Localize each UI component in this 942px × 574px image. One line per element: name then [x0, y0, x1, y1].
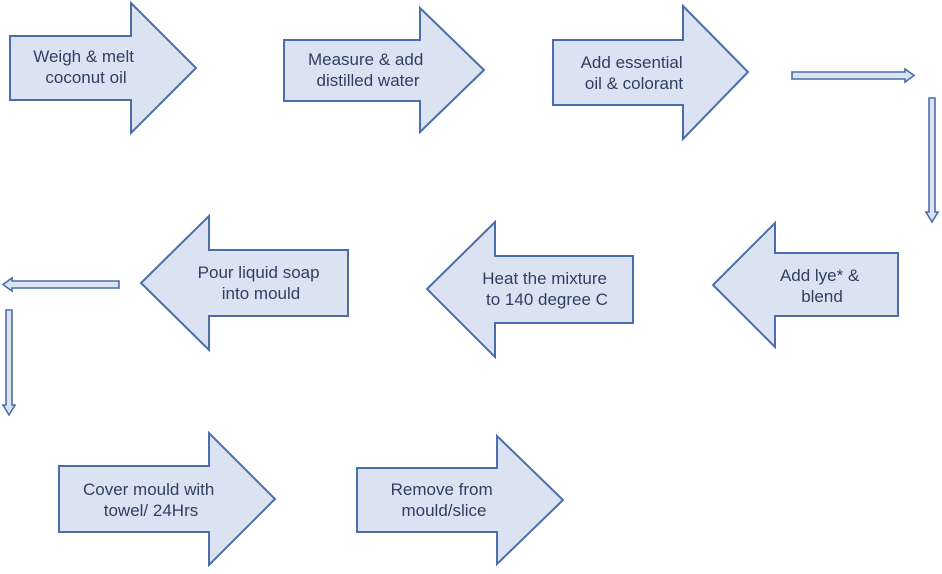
step-7-arrow-shape — [58, 430, 277, 568]
step-3-arrow-shape — [552, 3, 750, 142]
step-6-arrow-shape — [139, 213, 349, 353]
connector-left-arrow — [1, 276, 120, 293]
connector-down-arrow-right — [924, 97, 940, 224]
step-4-label-line1: Add lye* & — [780, 266, 860, 285]
connector-right-arrow — [791, 67, 916, 84]
step-4-label: Add lye* & blend — [780, 266, 864, 306]
step-3-essential-oil: Add essential oil & colorant — [552, 3, 750, 142]
step-4-add-lye: Add lye* & blend — [711, 220, 899, 350]
step-2-label-line2: distilled water — [317, 71, 420, 90]
step-3-label-line2: oil & colorant — [585, 74, 684, 93]
step-2-label: Measure & add distilled water — [308, 50, 428, 90]
step-5-label: Heat the mixture to 140 degree C — [482, 269, 611, 309]
step-1-label: Weigh & melt coconut oil — [33, 47, 139, 87]
step-5-heat-mixture: Heat the mixture to 140 degree C — [425, 219, 634, 360]
step-4-arrow-shape — [711, 220, 899, 350]
step-6-label-line1: Pour liquid soap — [198, 263, 320, 282]
step-5-arrow-shape — [425, 219, 634, 360]
connector-down-arrow-left — [1, 309, 17, 417]
step-5-label-line1: Heat the mixture — [482, 269, 607, 288]
step-1-arrow-shape — [9, 0, 198, 136]
step-7-cover-mould: Cover mould with towel/ 24Hrs — [58, 430, 277, 568]
step-8-label-line1: Remove from — [391, 480, 493, 499]
step-1-weigh-melt: Weigh & melt coconut oil — [9, 0, 198, 136]
step-2-measure-water: Measure & add distilled water — [283, 5, 486, 135]
step-6-label-line2: into mould — [222, 284, 300, 303]
step-7-label: Cover mould with towel/ 24Hrs — [83, 480, 219, 520]
step-7-label-line1: Cover mould with — [83, 480, 214, 499]
step-8-label-line2: mould/slice — [401, 501, 486, 520]
step-7-label-line2: towel/ 24Hrs — [104, 501, 198, 520]
step-2-arrow-shape — [283, 5, 486, 135]
step-6-label: Pour liquid soap into mould — [198, 263, 325, 303]
step-5-label-line2: to 140 degree C — [486, 290, 608, 309]
step-8-arrow-shape — [356, 433, 565, 567]
step-8-remove-slice: Remove from mould/slice — [356, 433, 565, 567]
step-3-label: Add essential oil & colorant — [581, 53, 688, 93]
step-1-label-line2: coconut oil — [45, 68, 126, 87]
step-1-label-line1: Weigh & melt — [33, 47, 134, 66]
step-3-label-line1: Add essential — [581, 53, 683, 72]
step-4-label-line2: blend — [801, 287, 843, 306]
step-6-pour-soap: Pour liquid soap into mould — [139, 213, 349, 353]
step-8-label: Remove from mould/slice — [391, 480, 498, 520]
step-2-label-line1: Measure & add — [308, 50, 423, 69]
